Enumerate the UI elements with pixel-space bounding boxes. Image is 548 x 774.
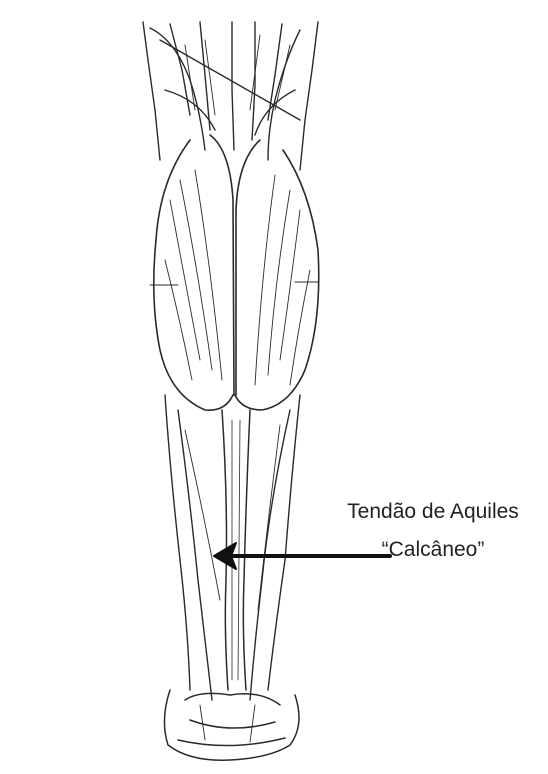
knee-region xyxy=(143,22,318,170)
heel-calcaneus xyxy=(164,690,299,760)
gastrocnemius-muscle xyxy=(150,135,319,410)
annotation-title: Tendão de Aquiles xyxy=(328,499,538,525)
annotation-subtitle: “Calcâneo” xyxy=(348,537,518,563)
